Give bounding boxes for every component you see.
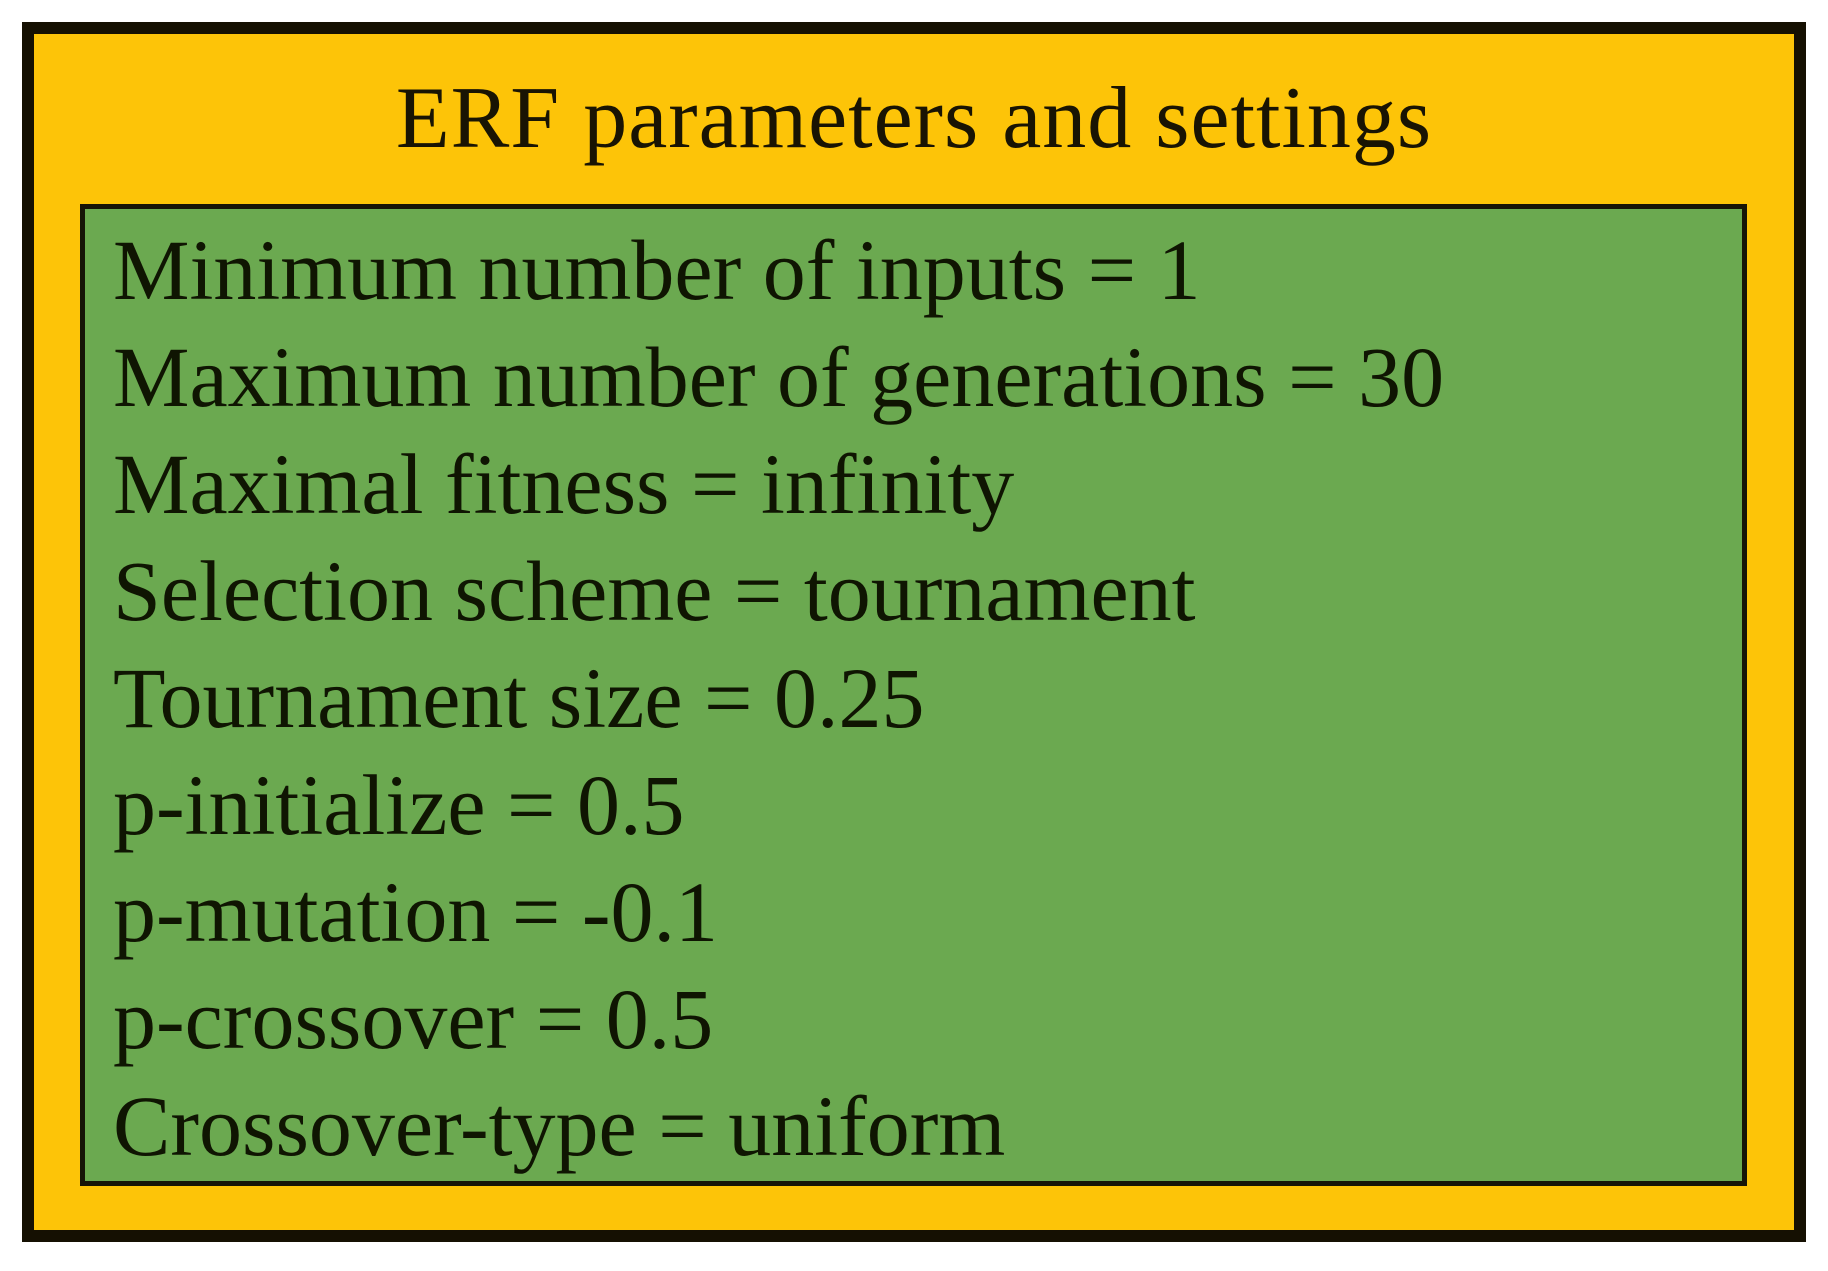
parameter-line-p-mutation: p-mutation = -0.1 <box>113 864 719 960</box>
parameter-line-tournament-size: Tournament size = 0.25 <box>113 650 925 746</box>
figure-frame: ERF parameters and settings Minimum numb… <box>22 22 1806 1242</box>
parameter-line-minimum-inputs: Minimum number of inputs = 1 <box>113 222 1201 318</box>
parameter-line-p-crossover: p-crossover = 0.5 <box>113 971 714 1067</box>
parameter-line-p-initialize: p-initialize = 0.5 <box>113 757 685 853</box>
figure-title: ERF parameters and settings <box>395 69 1433 167</box>
figure-title-bar: ERF parameters and settings <box>34 34 1794 202</box>
parameters-panel: Minimum number of inputs = 1 Maximum num… <box>80 204 1747 1186</box>
parameter-line-crossover-type: Crossover-type = uniform <box>113 1078 1006 1174</box>
parameter-line-maximal-fitness: Maximal fitness = infinity <box>113 436 1015 532</box>
parameter-line-maximum-generations: Maximum number of generations = 30 <box>113 329 1445 425</box>
parameter-line-selection-scheme: Selection scheme = tournament <box>113 543 1196 639</box>
